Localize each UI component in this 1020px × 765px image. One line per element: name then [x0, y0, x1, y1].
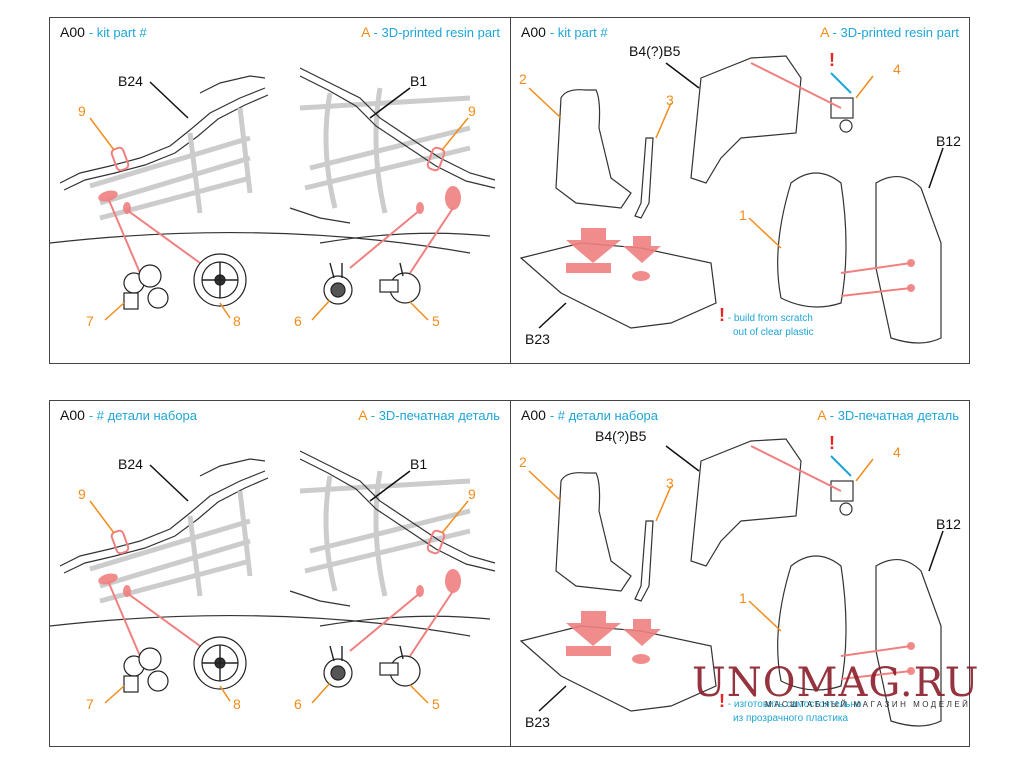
label-part-7: 7: [86, 696, 94, 712]
legend-kit-part: A00 - # детали набора: [521, 407, 658, 423]
warning-mark: !: [829, 433, 835, 453]
gunsight-part-4: [830, 97, 854, 119]
note-line-1: - изготовить самостоятельно: [727, 699, 862, 710]
legend-code: A00: [521, 407, 546, 423]
warning-mark: !: [829, 50, 835, 70]
note-line-2: out of clear plastic: [733, 327, 814, 338]
legend-resin-text: - 3D-печатная деталь: [370, 408, 500, 423]
legend-resin-text: - 3D-printed resin part: [373, 25, 500, 40]
legend-resin-part: A - 3D-printed resin part: [820, 24, 959, 40]
legend-resin-part: A - 3D-printed resin part: [361, 24, 500, 40]
label-part-5: 5: [432, 313, 440, 329]
label-part-4: 4: [893, 444, 901, 460]
label-part-2: 2: [519, 454, 527, 470]
label-part-7: 7: [86, 313, 94, 329]
panel-bottom-left: A00 - # детали набора A - 3D-печатная де…: [49, 400, 511, 747]
label-part-1: 1: [739, 207, 747, 223]
left-sidewall-edge: [59, 87, 266, 184]
legend-resin-letter: A: [817, 407, 826, 423]
floor-b23: [519, 242, 717, 329]
warning-mark-note: !: [719, 691, 725, 711]
label-b1: B1: [410, 456, 427, 472]
label-part-3: 3: [666, 475, 674, 491]
cockpit-sidewalls-diagram: B24 B1 9 9 7 8 6 5: [50, 67, 496, 329]
watermark-logo: UNOMAG.RU: [692, 660, 980, 706]
legend-resin-text: - 3D-printed resin part: [832, 25, 959, 40]
legend-kit-part: A00 - kit part #: [521, 24, 608, 40]
control-stick-part-3: [634, 137, 654, 219]
legend-resin-letter: A: [358, 407, 367, 423]
panel-top-right: A00 - kit part # A - 3D-printed resin pa…: [510, 17, 970, 364]
label-part-9-left: 9: [78, 103, 86, 119]
label-b4b5: B4(?)B5: [629, 43, 681, 59]
cockpit-sidewalls-diagram: B24 B1 9 9 7 8 6 5: [50, 450, 496, 712]
label-part-9-right: 9: [468, 103, 476, 119]
label-b1: B1: [410, 73, 427, 89]
label-b4b5: B4(?)B5: [595, 428, 647, 444]
label-part-2: 2: [519, 71, 527, 87]
floor-line: [50, 231, 471, 254]
label-part-9-right: 9: [468, 486, 476, 502]
legend-kit-part: A00 - # детали набора: [60, 407, 197, 423]
left-sidewall-edge-inner: [63, 94, 269, 191]
panel-bottom-right: A00 - # детали набора A - 3D-печатная де…: [510, 400, 970, 747]
legend-resin-letter: A: [820, 24, 829, 40]
legend-kit-text: - # детали набора: [88, 408, 198, 423]
label-b12: B12: [936, 516, 961, 532]
label-part-5: 5: [432, 696, 440, 712]
label-part-4: 4: [893, 61, 901, 77]
label-b23: B23: [525, 331, 550, 347]
watermark-tagline: МАСШТАБНЫЙ МАГАЗИН МОДЕЛЕЙ: [765, 700, 971, 709]
label-part-3: 3: [666, 92, 674, 108]
legend-resin-part: A - 3D-печатная деталь: [358, 407, 500, 423]
legend-resin-text: - 3D-печатная деталь: [829, 408, 959, 423]
label-b12: B12: [936, 133, 961, 149]
label-part-1: 1: [739, 590, 747, 606]
scratch-build-note: ! - build from scratch out of clear plas…: [719, 305, 814, 340]
label-part-8: 8: [233, 696, 241, 712]
legend-kit-text: - kit part #: [88, 25, 147, 40]
label-b24: B24: [118, 456, 143, 472]
seat-part-2: [555, 89, 632, 209]
scratch-build-note: ! - изготовить самостоятельно из прозрач…: [719, 691, 862, 726]
seat-armor-diagram: B4(?)B5 B12 B23 1 2 3 4 !: [519, 428, 961, 730]
label-part-8: 8: [233, 313, 241, 329]
seat-armor-diagram: B4(?)B5 B12 B23 1 2 3 4 !: [519, 43, 961, 347]
label-part-9-left: 9: [78, 486, 86, 502]
legend-kit-text: - # детали набора: [549, 408, 659, 423]
legend-kit-part: A00 - kit part #: [60, 24, 147, 40]
armor-glass-part-1: [777, 172, 847, 308]
panel-top-left: A00 - kit part # A - 3D-printed resin pa…: [49, 17, 511, 364]
warning-mark-note: !: [719, 305, 725, 325]
note-line-1: - build from scratch: [727, 313, 813, 324]
label-b24: B24: [118, 73, 143, 89]
legend-code: A00: [60, 407, 85, 423]
label-part-6: 6: [294, 696, 302, 712]
legend-kit-text: - kit part #: [549, 25, 608, 40]
legend-resin-part: A - 3D-печатная деталь: [817, 407, 959, 423]
armor-plate-b4b5: [690, 55, 802, 184]
legend-code: A00: [521, 24, 546, 40]
label-b23: B23: [525, 714, 550, 730]
label-part-6: 6: [294, 313, 302, 329]
legend-resin-letter: A: [361, 24, 370, 40]
kit-part-b12: [875, 176, 942, 344]
legend-code: A00: [60, 24, 85, 40]
note-line-2: из прозрачного пластика: [733, 713, 849, 724]
